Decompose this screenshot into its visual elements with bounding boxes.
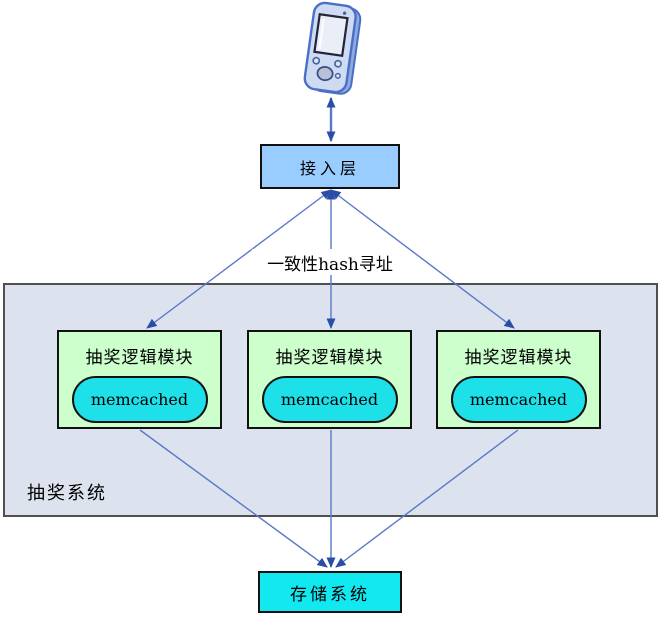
memcached-label-1: memcached xyxy=(90,390,189,409)
lottery-module-3-label: 抽奖逻辑模块 xyxy=(464,348,573,368)
lottery-module-2: 抽奖逻辑模块 memcached xyxy=(247,330,412,429)
access-layer-label: 接入层 xyxy=(299,158,360,178)
memcached-pill-2: memcached xyxy=(261,376,398,423)
pda-handheld-icon xyxy=(293,1,367,97)
lottery-module-1-label: 抽奖逻辑模块 xyxy=(85,348,194,368)
access-layer-box: 接入层 xyxy=(260,144,400,189)
consistent-hash-label: 一致性hash寻址 xyxy=(252,249,408,275)
lottery-module-1: 抽奖逻辑模块 memcached xyxy=(57,330,222,429)
memcached-pill-1: memcached xyxy=(71,376,208,423)
lottery-module-3: 抽奖逻辑模块 memcached xyxy=(436,330,601,429)
storage-system-box: 存储系统 xyxy=(258,571,402,613)
storage-system-label: 存储系统 xyxy=(290,584,370,605)
memcached-pill-3: memcached xyxy=(450,376,587,423)
lottery-system-label: 抽奖系统 xyxy=(27,483,107,504)
lottery-module-2-label: 抽奖逻辑模块 xyxy=(275,348,384,368)
memcached-label-3: memcached xyxy=(469,390,568,409)
memcached-label-2: memcached xyxy=(280,390,379,409)
